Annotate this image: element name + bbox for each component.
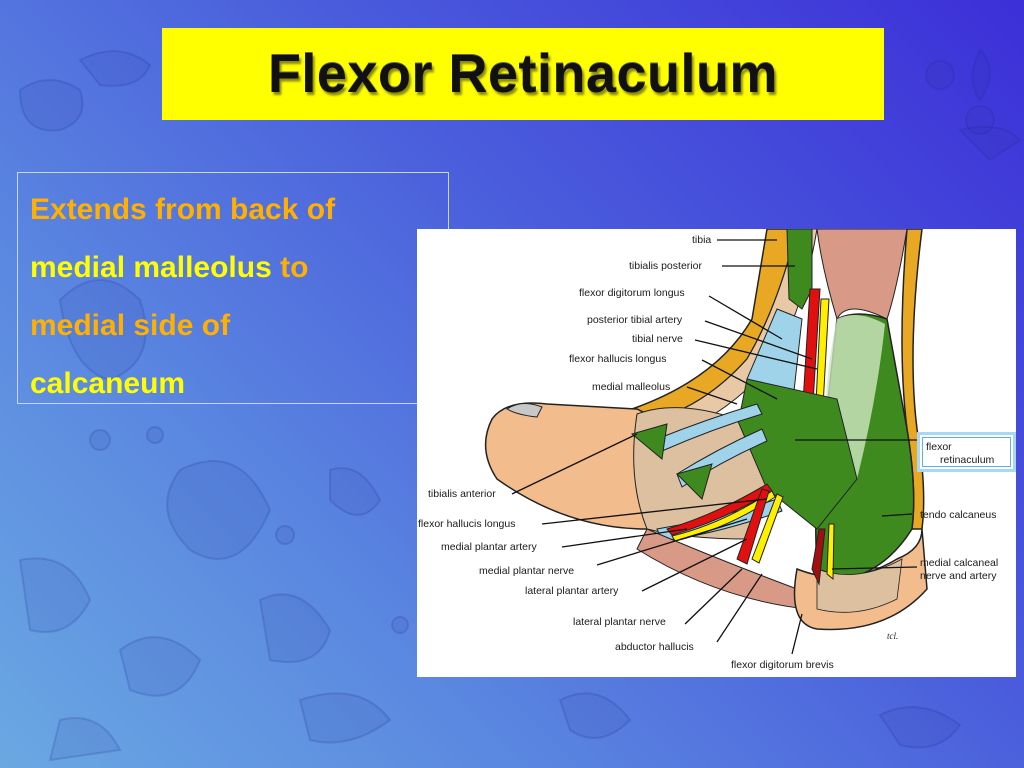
label-flexor-digitorum-longus: flexor digitorum longus <box>579 287 685 299</box>
label-flexor-hallucis-longus-bottom: flexor hallucis longus <box>418 518 516 530</box>
label-lateral-plantar-artery: lateral plantar artery <box>525 585 619 597</box>
svg-text:tcl.: tcl. <box>887 631 898 641</box>
slide-title: Flexor Retinaculum <box>267 44 779 104</box>
label-flexor-hallucis-longus-top: flexor hallucis longus <box>569 353 667 365</box>
label-tibia: tibia <box>692 234 712 246</box>
label-medial-plantar-artery: medial plantar artery <box>441 541 537 553</box>
label-tibialis-posterior: tibialis posterior <box>629 260 702 272</box>
description-box: Extends from back of medial malleolus to… <box>17 172 449 404</box>
label-tibialis-anterior: tibialis anterior <box>428 488 496 500</box>
description-text: Extends from back of medial malleolus to… <box>30 181 450 413</box>
label-medial-plantar-nerve: medial plantar nerve <box>479 565 575 577</box>
label-medial-calcaneal-line2: nerve and artery <box>920 570 997 582</box>
label-lateral-plantar-nerve: lateral plantar nerve <box>573 616 666 628</box>
label-tibial-nerve: tibial nerve <box>632 333 683 345</box>
description-connector-to: to <box>271 251 309 284</box>
flexor-retinaculum-callout: flexor retinaculum <box>917 432 1016 472</box>
label-abductor-hallucis: abductor hallucis <box>615 641 694 653</box>
title-banner: Flexor Retinaculum <box>162 28 884 120</box>
label-tendo-calcaneus: tendo calcaneus <box>920 509 997 521</box>
description-highlight-calcaneum: calcaneum <box>30 367 186 400</box>
label-flexor-digitorum-brevis: flexor digitorum brevis <box>731 659 834 671</box>
label-medial-malleolus: medial malleolus <box>592 381 671 393</box>
description-line-1: Extends from back of <box>30 193 336 226</box>
label-flexor-retinaculum-line1: flexor <box>926 441 952 453</box>
label-posterior-tibial-artery: posterior tibial artery <box>587 314 683 326</box>
description-line-3: medial side of <box>30 309 231 342</box>
label-flexor-retinaculum-line2: retinaculum <box>940 454 995 466</box>
foot-drawing: tcl. <box>484 229 928 655</box>
label-medial-calcaneal-line1: medial calcaneal <box>920 557 999 569</box>
ankle-anatomy-illustration: tcl. tibia tibialis posterior flexor dig… <box>417 229 1016 677</box>
description-highlight-medial-malleolus: medial malleolus <box>30 251 272 284</box>
